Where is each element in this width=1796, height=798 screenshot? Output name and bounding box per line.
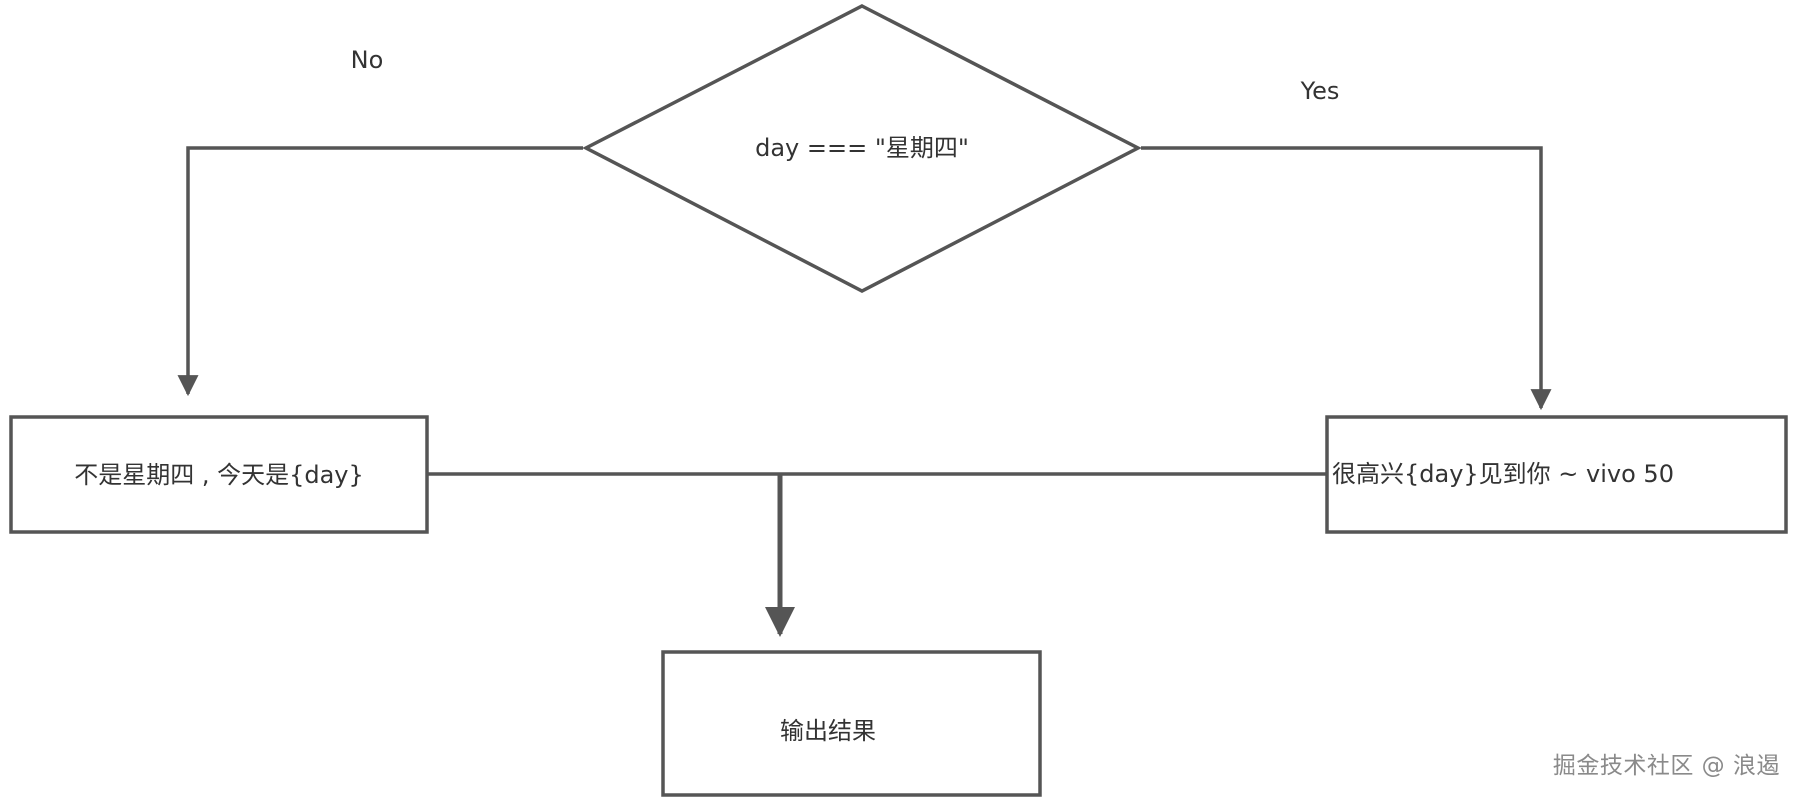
no-result-box bbox=[9, 415, 429, 534]
yes-result-text: 很高兴{day}见到你 ~ vivo 50 bbox=[1332, 460, 1674, 488]
no-branch-label: No bbox=[350, 46, 384, 74]
no-branch-connector bbox=[177, 146, 583, 397]
decision-condition-text: day === "星期四" bbox=[755, 134, 969, 162]
yes-branch-connector bbox=[1141, 146, 1552, 411]
watermark: 掘金技术社区 @ 浪遏 bbox=[1552, 753, 1780, 779]
output-text: 输出结果 bbox=[780, 717, 876, 745]
yes-branch-label: Yes bbox=[1300, 77, 1340, 105]
output-box bbox=[661, 650, 1042, 797]
yes-result-box bbox=[1325, 415, 1788, 534]
no-result-text: 不是星期四 , 今天是{day} bbox=[74, 461, 364, 489]
decision-diamond bbox=[582, 4, 1142, 293]
